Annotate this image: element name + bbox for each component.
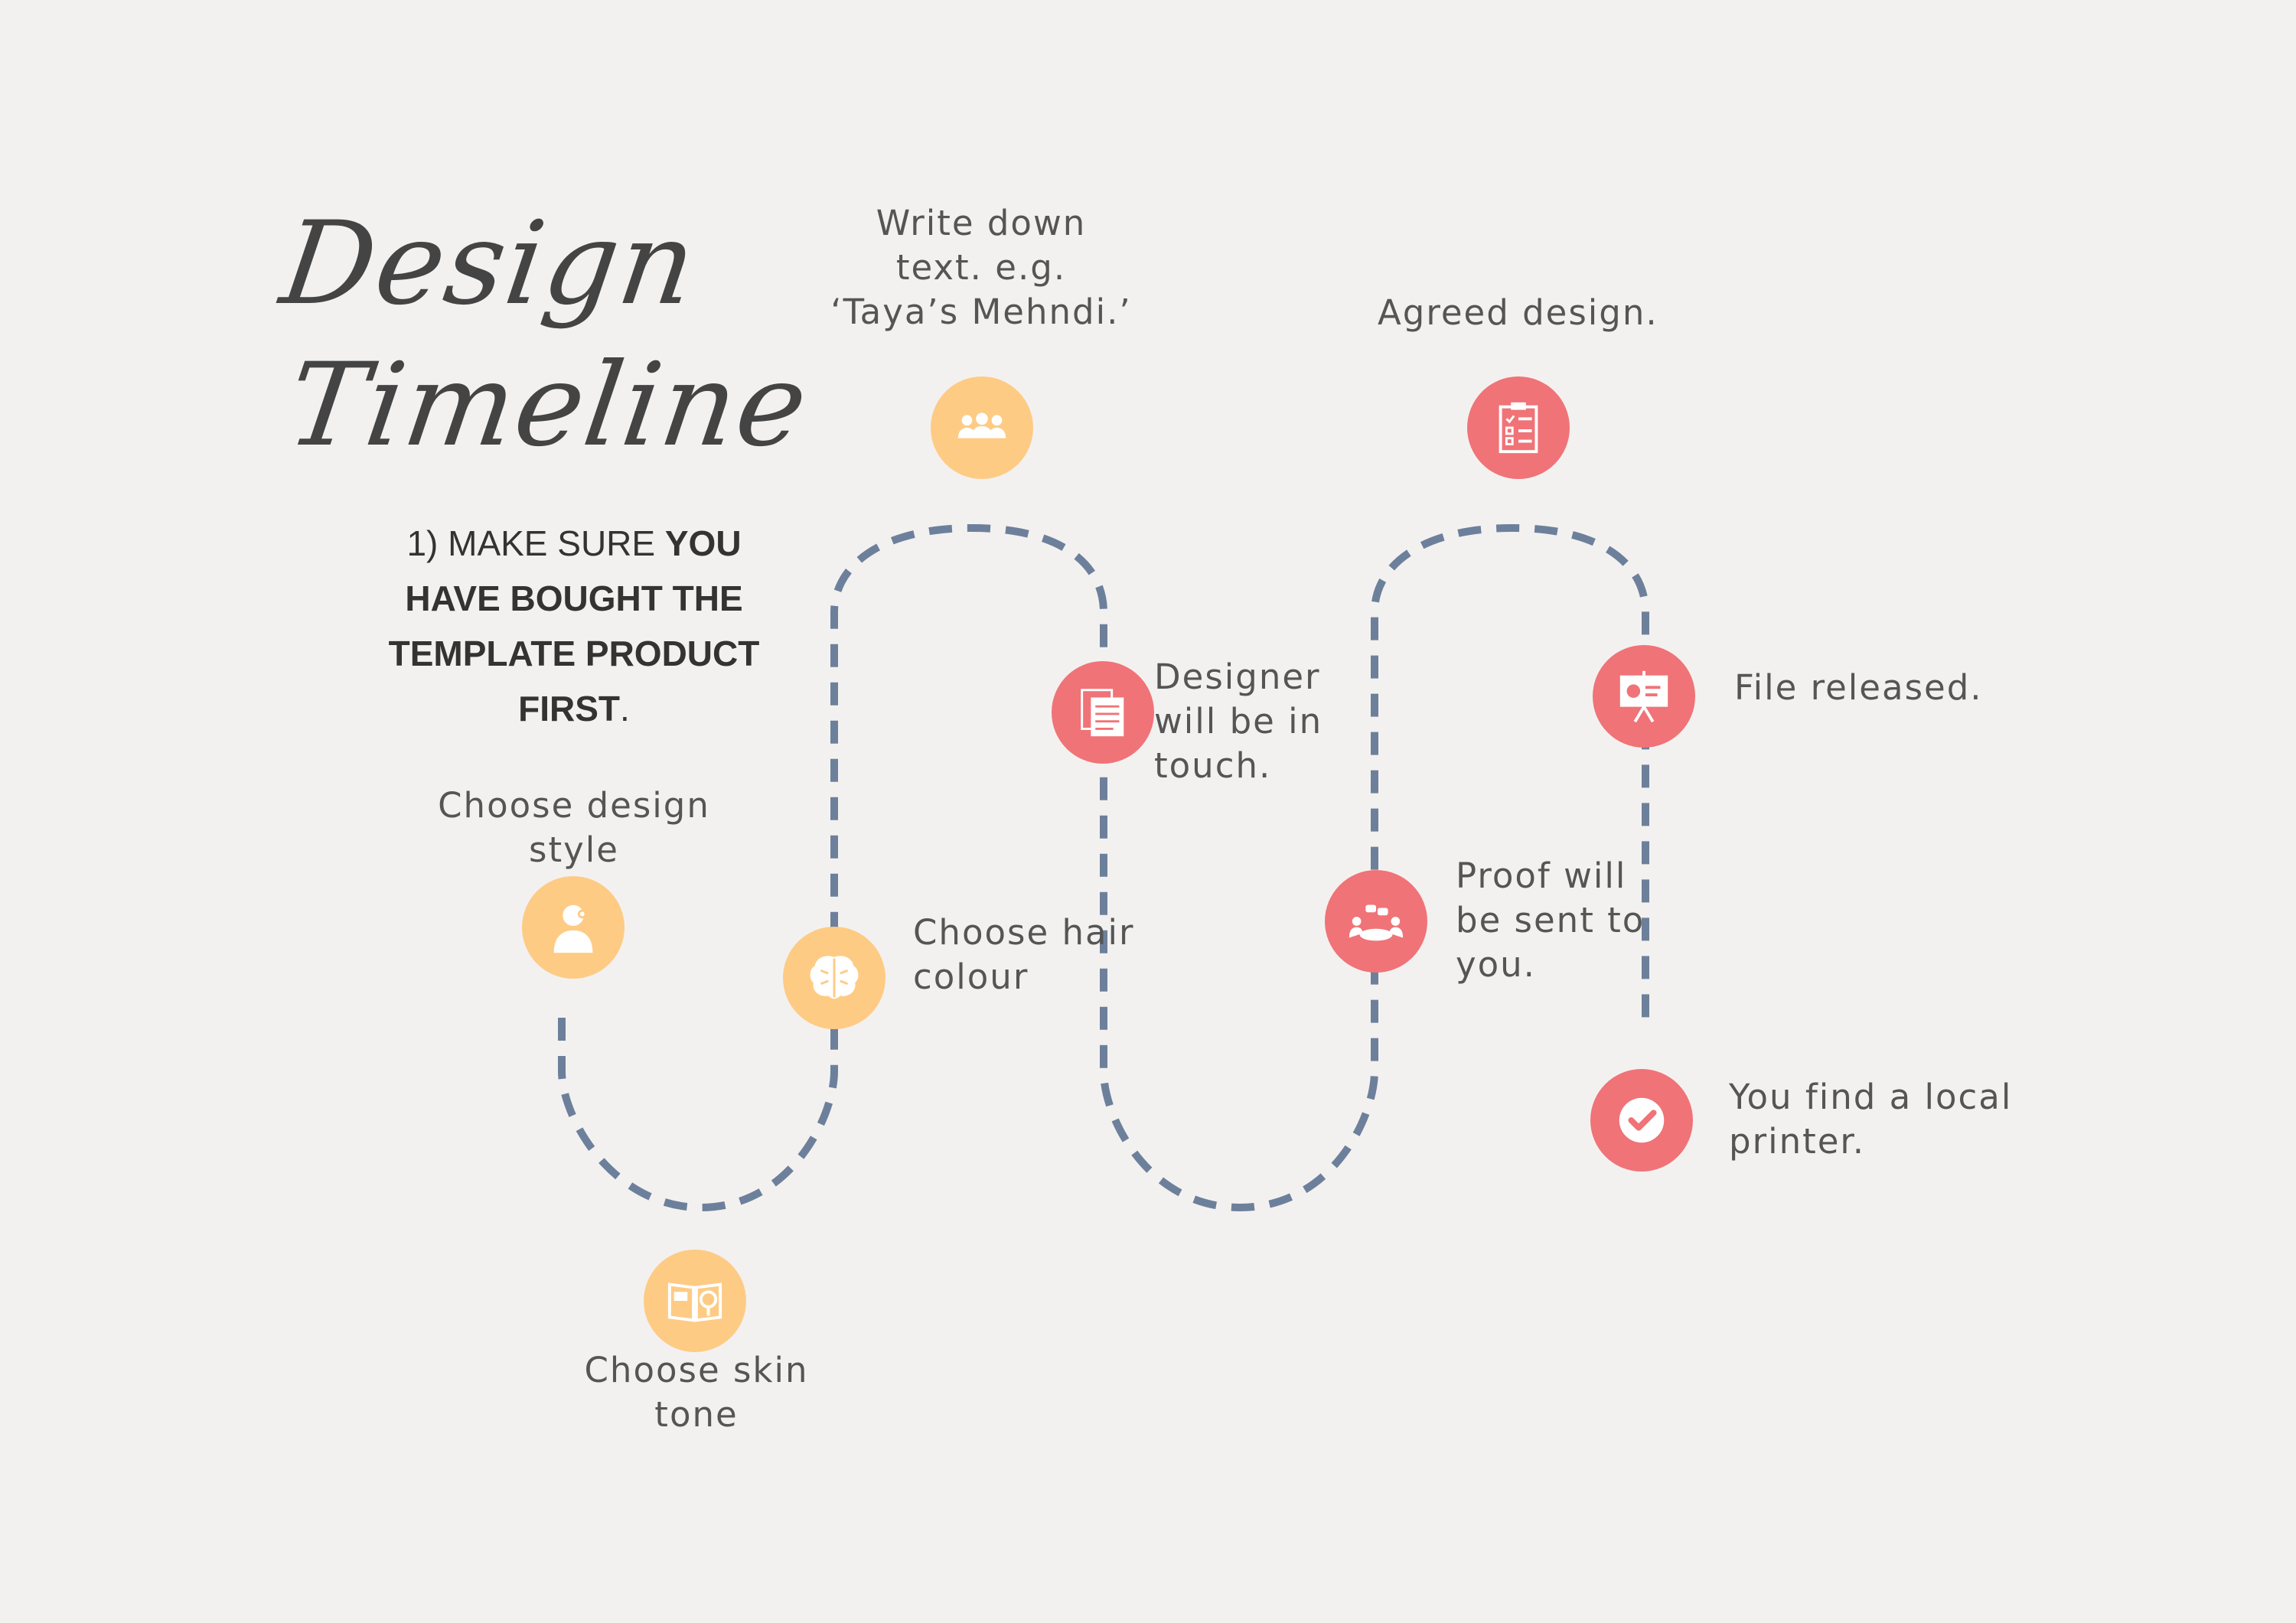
step-label-proof-sent: Proof will be sent to you. (1456, 855, 1645, 985)
purchase-note: 1) MAKE SURE YOU HAVE BOUGHT THE TEMPLAT… (383, 516, 765, 736)
step-label-skin-tone: Choose skin tone (584, 1350, 809, 1435)
group-icon (931, 376, 1033, 479)
check-icon (1590, 1069, 1693, 1172)
step-label-hair-colour: Choose hair colour (913, 912, 1135, 997)
note-text: 1) MAKE SURE (406, 523, 665, 563)
note-bold-text: YOU HAVE BOUGHT THE TEMPLATE PRODUCT FIR… (388, 523, 760, 728)
note-end: . (620, 689, 630, 728)
book-search-icon (644, 1250, 746, 1352)
step-label-agreed-design: Agreed design. (1378, 292, 1658, 333)
step-label-write-text: Write down text. e.g. ‘Taya’s Mehndi.’ (830, 203, 1132, 332)
step-label-design-style: Choose design style (438, 785, 710, 870)
artist-icon (522, 876, 625, 979)
step-label-local-printer: You find a local printer. (1729, 1077, 2013, 1162)
step-label-designer-touch: Designer will be in touch. (1154, 657, 1323, 786)
presentation-icon (1593, 645, 1695, 748)
brain-icon (783, 927, 885, 1029)
documents-icon (1052, 661, 1154, 764)
step-label-file-released: File released. (1734, 667, 1983, 708)
checklist-icon (1467, 376, 1570, 479)
title-timeline: Timeline (279, 339, 817, 472)
meeting-icon (1325, 870, 1427, 973)
title-design: Design (273, 197, 705, 331)
